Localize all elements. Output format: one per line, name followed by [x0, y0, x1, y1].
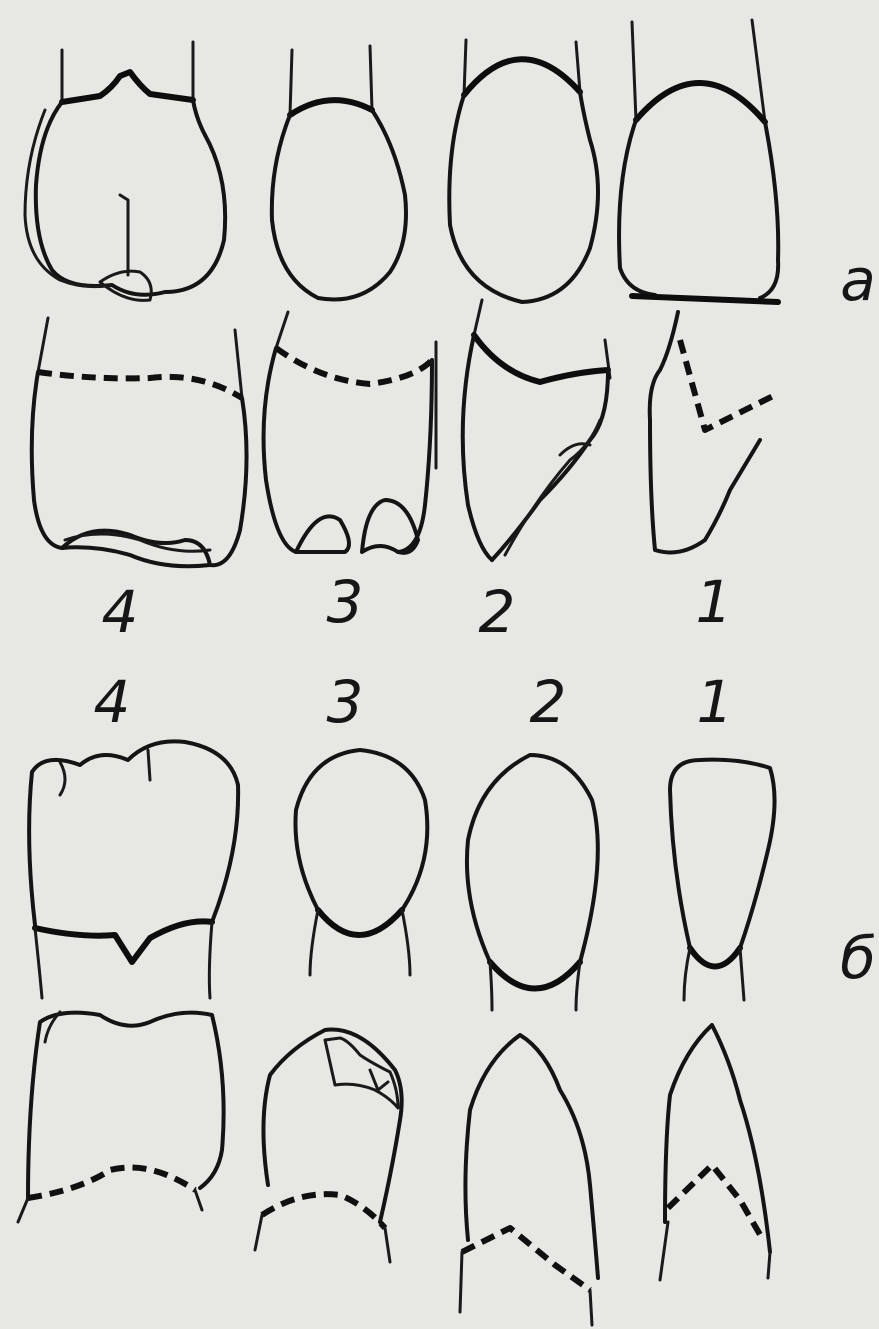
panel-b-number-3: 3: [327, 668, 364, 736]
tooth-b-row2-1: [660, 1025, 770, 1280]
tooth-a-row2-1: [650, 312, 775, 552]
panel-b-numbers: 4 3 2 1: [94, 668, 734, 736]
panel-a-number-2: 2: [479, 578, 516, 646]
panel-b-letter: б: [840, 924, 876, 992]
panel-a-row1: [25, 20, 778, 302]
tooth-b-row2-4: [18, 1012, 224, 1222]
panel-b-number-4: 4: [94, 668, 131, 736]
tooth-b-row2-2: [460, 1035, 598, 1325]
panel-a-numbers: 4 3 2 1: [102, 568, 733, 646]
panel-a-number-3: 3: [327, 568, 364, 636]
panel-a-row2: [32, 300, 775, 566]
panel-b-row2: [18, 1012, 770, 1325]
tooth-b-row2-3: [255, 1030, 402, 1263]
panel-b-number-1: 1: [697, 668, 734, 736]
tooth-b-row1-3: [295, 750, 427, 975]
panel-a-number-1: 1: [696, 568, 733, 636]
tooth-a-row1-4: [25, 42, 225, 300]
panel-a-letter: а: [840, 246, 876, 314]
tooth-b-row1-2: [467, 755, 598, 1010]
tooth-a-row1-3: [272, 46, 406, 300]
tooth-a-row2-4: [32, 318, 247, 566]
tooth-b-row1-1: [670, 760, 775, 1000]
tooth-a-row1-2: [449, 40, 598, 302]
panel-b-number-2: 2: [530, 668, 567, 736]
panel-a-number-4: 4: [102, 578, 139, 646]
tooth-a-row1-1: [619, 20, 778, 302]
tooth-a-row2-2: [463, 300, 610, 560]
tooth-b-row1-4: [29, 741, 238, 998]
panel-b-row1: [29, 741, 774, 1010]
tooth-a-row2-3: [264, 312, 436, 553]
